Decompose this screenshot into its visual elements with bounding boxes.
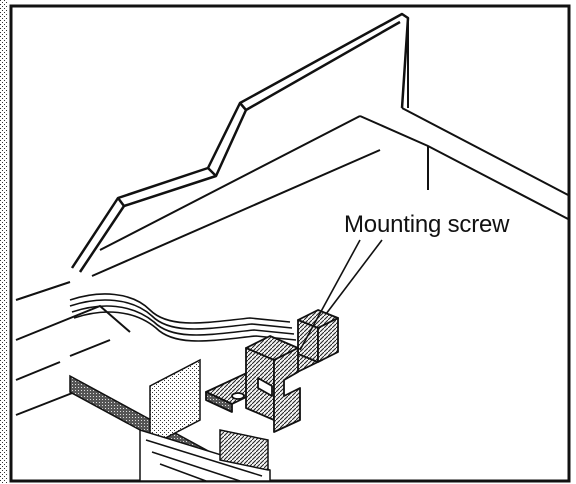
bracket-assembly <box>205 309 339 433</box>
leader-lines <box>299 239 383 351</box>
lower-frame <box>15 281 131 416</box>
rails <box>69 358 271 482</box>
cable <box>69 293 297 342</box>
enclosure-lines <box>91 18 571 277</box>
frame-left-strip <box>0 0 8 484</box>
frame-border <box>9 4 571 483</box>
mounting-screw-label: Mounting screw <box>344 211 510 238</box>
